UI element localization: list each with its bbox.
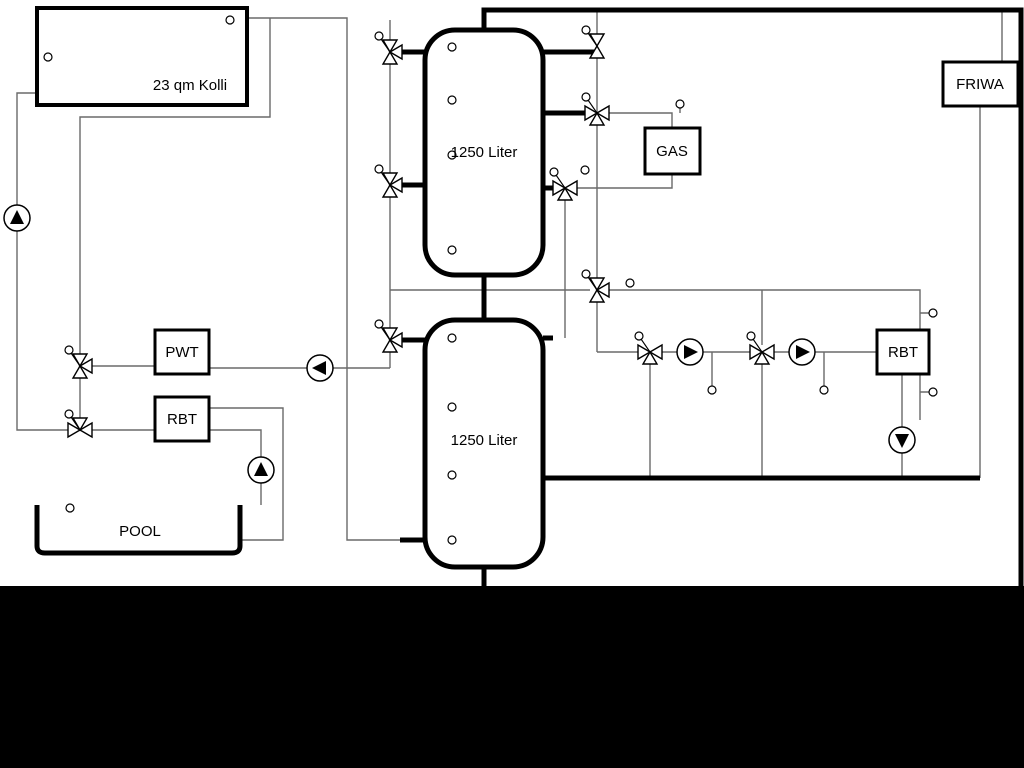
pump-icon bbox=[3, 204, 31, 232]
pool-label: POOL bbox=[119, 523, 161, 540]
temperature-sensor-icon bbox=[580, 165, 590, 175]
pump-icon bbox=[788, 338, 816, 366]
tank-top-label: 1250 Liter bbox=[451, 144, 518, 161]
collector-label: 23 qm Kolli bbox=[153, 77, 227, 94]
gas-label: GAS bbox=[656, 143, 688, 160]
temperature-sensor-icon bbox=[707, 385, 717, 395]
pipe-tank-stubs-left bbox=[400, 49, 425, 543]
pump-icon bbox=[306, 354, 334, 382]
three-way-valve-icon bbox=[375, 32, 402, 64]
solar-collector-box bbox=[35, 6, 249, 107]
pipe-gas-supply bbox=[604, 112, 673, 128]
three-way-valve-icon bbox=[582, 270, 609, 302]
temperature-sensor-icon bbox=[447, 535, 457, 545]
pwt-box bbox=[153, 328, 211, 376]
pipe-tank-stubs-right bbox=[543, 49, 597, 341]
three-way-valve-icon bbox=[65, 410, 92, 437]
pipe-hot-manifold bbox=[481, 7, 1024, 586]
temperature-sensor-icon bbox=[43, 52, 53, 62]
pipe-sensor-stubs-misc bbox=[52, 24, 929, 393]
pipe-pool-supply bbox=[209, 407, 284, 541]
mixing-valve-icon bbox=[582, 93, 609, 125]
pump-icon bbox=[247, 456, 275, 484]
temperature-sensor-icon bbox=[819, 385, 829, 395]
pwt-label: PWT bbox=[165, 344, 198, 361]
pool-basin bbox=[34, 505, 243, 556]
gas-boiler-box bbox=[643, 126, 702, 176]
temperature-sensor-icon bbox=[65, 503, 75, 513]
temperature-sensor-icon bbox=[225, 15, 235, 25]
temperature-sensor-icon bbox=[447, 470, 457, 480]
bottom-mask bbox=[0, 586, 1024, 768]
rbt-left-label: RBT bbox=[167, 411, 197, 428]
temperature-sensor-icon bbox=[447, 402, 457, 412]
buffer-tank-bottom bbox=[422, 317, 546, 570]
pipe-distribution bbox=[604, 289, 921, 420]
tank-bottom-label: 1250 Liter bbox=[451, 432, 518, 449]
temperature-sensor-icon bbox=[447, 333, 457, 343]
friwa-box bbox=[941, 60, 1020, 108]
temperature-sensor-icon bbox=[928, 387, 938, 397]
temperature-sensor-icon bbox=[625, 278, 635, 288]
mixing-valve-icon bbox=[635, 332, 662, 364]
three-way-valve-icon bbox=[375, 320, 402, 352]
mixing-valve-icon bbox=[747, 332, 774, 364]
rbt-right-label: RBT bbox=[888, 344, 918, 361]
buffer-tank-top bbox=[422, 27, 546, 278]
temperature-sensor-icon bbox=[675, 99, 685, 109]
pump-icon bbox=[676, 338, 704, 366]
mixing-valve-icon bbox=[550, 168, 577, 200]
friwa-label: FRIWA bbox=[956, 76, 1004, 93]
pump-icon bbox=[888, 426, 916, 454]
pipe-solar-flow bbox=[247, 17, 400, 541]
temperature-sensor-icon bbox=[447, 95, 457, 105]
rbt-left-box bbox=[153, 395, 211, 443]
rbt-right-box bbox=[875, 328, 931, 376]
pipe-gas-return bbox=[573, 174, 673, 189]
temperature-sensor-icon bbox=[447, 42, 457, 52]
temperature-sensor-icon bbox=[447, 245, 457, 255]
pipe-solar-return bbox=[16, 92, 70, 431]
temperature-sensor-icon bbox=[928, 308, 938, 318]
pipe-solar-branch bbox=[79, 18, 271, 358]
three-way-valve-icon bbox=[375, 165, 402, 197]
three-way-valve-icon bbox=[65, 346, 92, 378]
